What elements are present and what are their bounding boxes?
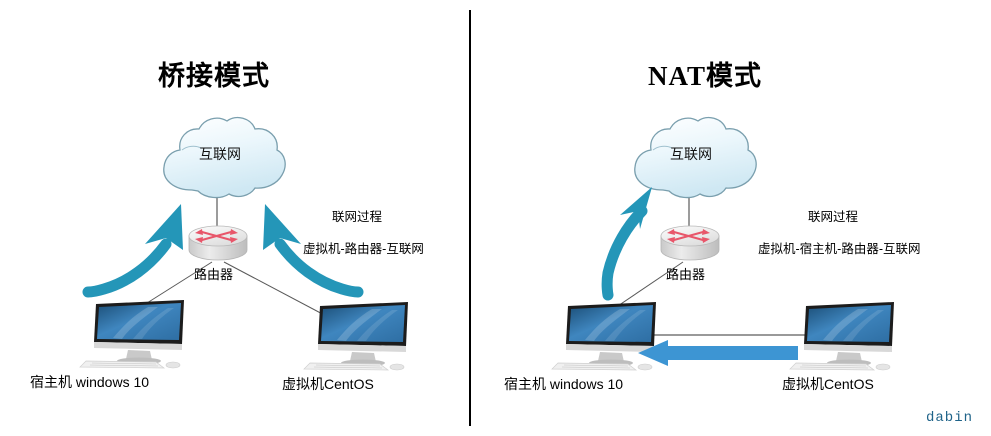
router-icon-bridge: 路由器 [186,222,250,282]
panel-title-nat: NAT模式 [648,61,763,91]
panel-nat-mode: NAT模式 互联网 [470,0,991,436]
cloud-label-bridge: 互联网 [199,146,241,162]
note-path-bridge: 虚拟机-路由器-互联网 [303,242,424,256]
note-title-bridge: 联网过程 [332,210,383,224]
router-label-nat: 路由器 [666,267,706,282]
router-icon-nat: 路由器 [658,222,722,282]
computer-host-nat: 宿主机 windows 10 [504,300,660,392]
computer-label-vm-nat: 虚拟机CentOS [782,376,874,392]
computer-vm-nat: 虚拟机CentOS [782,300,898,392]
arrow-curved-left-bridge [82,196,202,306]
computer-host-bridge: 宿主机 windows 10 [30,298,188,390]
watermark-dabin: dabin [925,410,973,426]
cloud-internet-nat: 互联网 [623,112,759,202]
computer-label-vm-bridge: 虚拟机CentOS [282,376,374,392]
computer-label-host-bridge: 宿主机 windows 10 [30,374,150,390]
note-title-nat: 联网过程 [808,210,859,224]
cloud-internet-bridge: 互联网 [152,112,288,202]
panel-title-bridge: 桥接模式 [158,61,270,91]
panel-divider [469,10,471,426]
computer-label-host-nat: 宿主机 windows 10 [504,376,624,392]
nat-link-lines [599,195,807,336]
cloud-label-nat: 互联网 [670,146,712,162]
computer-vm-bridge: 虚拟机CentOS [282,300,412,392]
panel-bridge-mode: 桥接模式 互联网 [0,0,470,436]
arrow-curved-right-bridge [244,196,364,306]
note-path-nat: 虚拟机-宿主机-路由器-互联网 [758,242,921,256]
router-label-bridge: 路由器 [194,267,234,282]
arrow-straight-vm-to-host-nat [638,340,798,366]
arrow-curved-left-nat [590,185,700,303]
